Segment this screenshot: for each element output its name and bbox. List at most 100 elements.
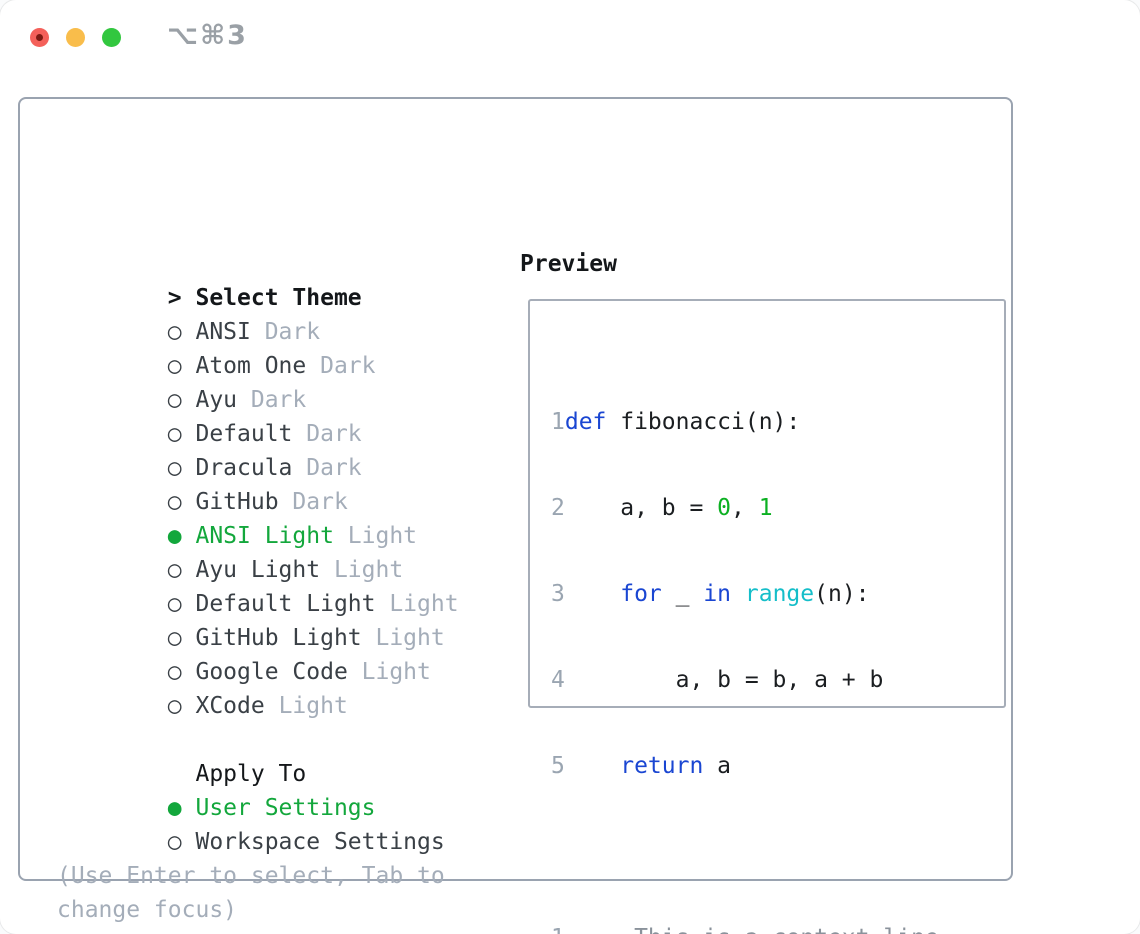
theme-name: Ayu Light bbox=[195, 557, 321, 583]
radio-off-icon: ○ bbox=[167, 557, 182, 583]
radio-off-icon: ○ bbox=[167, 829, 182, 855]
section-title: Apply To bbox=[195, 761, 307, 787]
theme-variant: Dark bbox=[320, 353, 376, 379]
theme-name: ANSI Light bbox=[195, 523, 334, 549]
prompt-icon: > bbox=[167, 285, 182, 311]
radio-off-icon: ○ bbox=[167, 319, 182, 345]
theme-option-github[interactable]: ○ GitHub Dark bbox=[57, 451, 502, 515]
theme-variant: Light bbox=[278, 693, 348, 719]
code-line: 4 a, b = b, a + b bbox=[551, 663, 1004, 697]
code-token: in bbox=[703, 581, 732, 607]
select-theme-header: > Select Theme bbox=[57, 247, 502, 311]
apply-to-header: Apply To bbox=[57, 723, 502, 787]
theme-variant: Light bbox=[389, 591, 459, 617]
theme-variant: Light bbox=[361, 659, 431, 685]
preview-header: Preview bbox=[520, 251, 617, 277]
code-token: , bbox=[731, 495, 759, 521]
code-token: 0 bbox=[717, 495, 732, 521]
code-token bbox=[731, 581, 745, 607]
code-token: a, b = bbox=[564, 495, 718, 521]
theme-option-ansi-light[interactable]: ● ANSI Light Light bbox=[57, 485, 502, 549]
apply-option-label: User Settings bbox=[195, 795, 376, 821]
theme-option-ayu-light[interactable]: ○ Ayu Light Light bbox=[57, 519, 502, 583]
line-number: 3 bbox=[551, 581, 565, 607]
code-token: range bbox=[744, 581, 815, 607]
diff-line-context: 1 This is a context line. bbox=[551, 921, 1004, 934]
theme-option-ayu[interactable]: ○ Ayu Dark bbox=[57, 349, 502, 413]
radio-off-icon: ○ bbox=[167, 693, 182, 719]
radio-off-icon: ○ bbox=[167, 421, 182, 447]
radio-off-icon: ○ bbox=[167, 591, 182, 617]
theme-variant: Dark bbox=[306, 421, 362, 447]
code-line: 2 a, b = 0, 1 bbox=[551, 491, 1004, 525]
theme-name: Google Code bbox=[195, 659, 348, 685]
radio-off-icon: ○ bbox=[167, 387, 182, 413]
radio-on-icon: ● bbox=[167, 523, 182, 549]
theme-variant: Light bbox=[375, 625, 445, 651]
line-number: 1 bbox=[551, 409, 565, 435]
theme-variant: Dark bbox=[264, 319, 321, 345]
preview-pane: 1def fibonacci(n): 2 a, b = 0, 1 3 for _… bbox=[528, 299, 1006, 934]
theme-variant: Dark bbox=[306, 455, 362, 481]
blank-line bbox=[551, 835, 1004, 869]
theme-option-default[interactable]: ○ Default Dark bbox=[57, 383, 502, 447]
line-number: 4 bbox=[551, 667, 565, 693]
window-title: ⌥⌘3 bbox=[167, 20, 248, 51]
zoom-button[interactable] bbox=[102, 28, 121, 47]
line-number: 2 bbox=[551, 495, 565, 521]
radio-off-icon: ○ bbox=[167, 489, 182, 515]
code-preview: 1def fibonacci(n): 2 a, b = 0, 1 3 for _… bbox=[530, 301, 1004, 934]
code-line: 3 for _ in range(n): bbox=[551, 577, 1004, 611]
apply-option-user-settings[interactable]: ● User Settings bbox=[57, 757, 502, 821]
theme-name: ANSI bbox=[195, 319, 251, 345]
theme-name: Default bbox=[195, 421, 293, 447]
radio-on-icon: ● bbox=[167, 795, 182, 821]
theme-name: GitHub bbox=[195, 489, 279, 515]
radio-off-icon: ○ bbox=[167, 659, 182, 685]
line-number: 1 bbox=[551, 921, 565, 934]
code-token: _ bbox=[661, 581, 704, 607]
theme-name: Atom One bbox=[195, 353, 307, 379]
theme-variant: Dark bbox=[292, 489, 348, 515]
code-token: fibonacci(n): bbox=[606, 409, 801, 435]
code-token: a bbox=[703, 753, 732, 779]
diff-text: This is a context line. bbox=[565, 925, 953, 934]
theme-name: Dracula bbox=[195, 455, 293, 481]
radio-off-icon: ○ bbox=[167, 625, 182, 651]
theme-option-atom-one[interactable]: ○ Atom One Dark bbox=[57, 315, 502, 379]
code-token: (n): bbox=[814, 581, 870, 607]
theme-variant: Dark bbox=[250, 387, 307, 413]
apply-option-label: Workspace Settings bbox=[195, 829, 445, 855]
theme-option-google-code[interactable]: ○ Google Code Light bbox=[57, 621, 502, 685]
theme-option-github-light[interactable]: ○ GitHub Light Light bbox=[57, 587, 502, 651]
theme-name: Ayu bbox=[195, 387, 238, 413]
theme-variant: Light bbox=[347, 523, 418, 549]
minimize-button[interactable] bbox=[66, 28, 85, 47]
code-line: 5 return a bbox=[551, 749, 1004, 783]
theme-option-default-light[interactable]: ○ Default Light Light bbox=[57, 553, 502, 617]
theme-name: Default Light bbox=[195, 591, 376, 617]
close-button[interactable] bbox=[30, 28, 49, 47]
code-line: 1def fibonacci(n): bbox=[551, 405, 1004, 439]
traffic-lights bbox=[30, 28, 121, 47]
theme-option-ansi[interactable]: ○ ANSI Dark bbox=[57, 281, 502, 345]
help-text: (Use Enter to select, Tab to change focu… bbox=[57, 863, 459, 923]
code-token: def bbox=[564, 409, 607, 435]
theme-variant: Light bbox=[333, 557, 404, 583]
radio-off-icon: ○ bbox=[167, 455, 182, 481]
theme-name: GitHub Light bbox=[195, 625, 362, 651]
code-token: a, b = b, a + b bbox=[564, 667, 884, 693]
code-token: for bbox=[620, 581, 662, 607]
theme-option-dracula[interactable]: ○ Dracula Dark bbox=[57, 417, 502, 481]
section-title: Select Theme bbox=[195, 285, 362, 311]
close-button-dot-icon bbox=[36, 34, 43, 41]
code-token: return bbox=[620, 753, 704, 779]
code-token: 1 bbox=[758, 495, 773, 521]
apply-option-workspace-settings[interactable]: ○ Workspace Settings bbox=[57, 791, 502, 855]
radio-off-icon: ○ bbox=[167, 353, 182, 379]
code-token bbox=[565, 753, 620, 779]
